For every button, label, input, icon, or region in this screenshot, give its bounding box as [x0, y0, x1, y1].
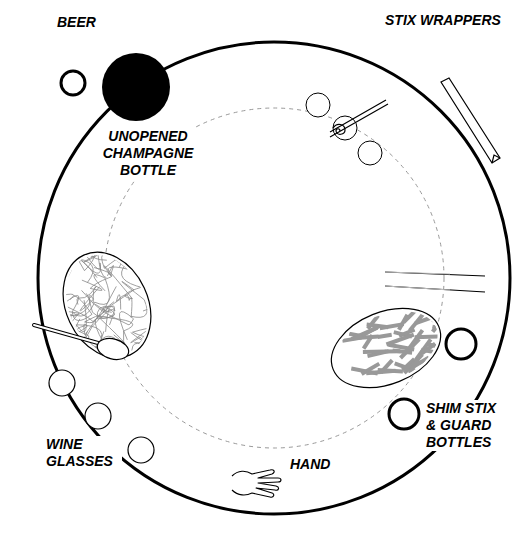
noodle-strand [131, 300, 165, 342]
noodle-strand [76, 300, 101, 360]
shim-stick [378, 335, 392, 337]
shim-stick [430, 348, 441, 364]
noodle-plate [47, 238, 168, 372]
shim-stick [362, 327, 378, 336]
callout-label: UNOPENED CHAMPAGNE BOTTLE [94, 128, 202, 179]
noodle-strand [62, 241, 94, 271]
shim-stick [433, 367, 445, 376]
callout-label: WINE GLASSES [44, 436, 122, 470]
champagne-bottle [102, 53, 170, 121]
stix-plate [320, 293, 453, 402]
chopsticks [385, 272, 485, 292]
shim-stick [386, 335, 413, 345]
spoon [34, 325, 131, 363]
shim-stick [410, 350, 424, 374]
noodle-strand [55, 314, 75, 365]
noodle-strand [32, 226, 71, 280]
noodle-strand [21, 293, 73, 317]
shim-stick [415, 317, 433, 323]
guard-bottle [446, 329, 476, 359]
noodle-strand [68, 326, 88, 361]
noodle-strand [100, 306, 125, 343]
chopsticks-inner [385, 272, 450, 290]
noodle-strand [72, 275, 109, 316]
shim-stick [366, 371, 395, 373]
beer-glass [61, 71, 85, 95]
guard-bottle [389, 399, 419, 429]
noodle-strand [138, 248, 164, 292]
noodle-strand [69, 346, 101, 365]
table-edge [38, 42, 510, 514]
noodle-strand [102, 254, 128, 277]
noodle-strand [106, 281, 147, 317]
callout-label: SHIM STIX & GUARD BOTTLES [424, 400, 510, 451]
noodle-strand [103, 311, 133, 340]
stix-wrapper-twist [330, 100, 388, 137]
shim-stick [353, 337, 378, 339]
noodle-strand [50, 224, 97, 278]
noodle-strand [116, 295, 132, 318]
callout-label: BEER [55, 14, 98, 31]
stix-wrapper [441, 78, 500, 163]
callout-label: STIX WRAPPERS [383, 12, 503, 29]
noodle-strand [104, 355, 116, 397]
shim-stix [342, 303, 448, 376]
noodle-strand [104, 265, 155, 298]
noodle-strand [41, 237, 93, 283]
shim-stick [399, 315, 408, 330]
noodle-strand [76, 238, 101, 273]
noodles [21, 216, 174, 397]
shim-stick [363, 350, 386, 354]
shim-stick [433, 321, 442, 332]
noodle-strand [84, 220, 108, 260]
noodle-strand [133, 328, 154, 343]
noodle-strand [82, 268, 112, 291]
noodle-strand [143, 309, 175, 360]
noodle-strand [91, 216, 117, 257]
shim-stick [433, 303, 447, 323]
callout-label: HAND [288, 456, 332, 473]
hand [232, 470, 281, 497]
